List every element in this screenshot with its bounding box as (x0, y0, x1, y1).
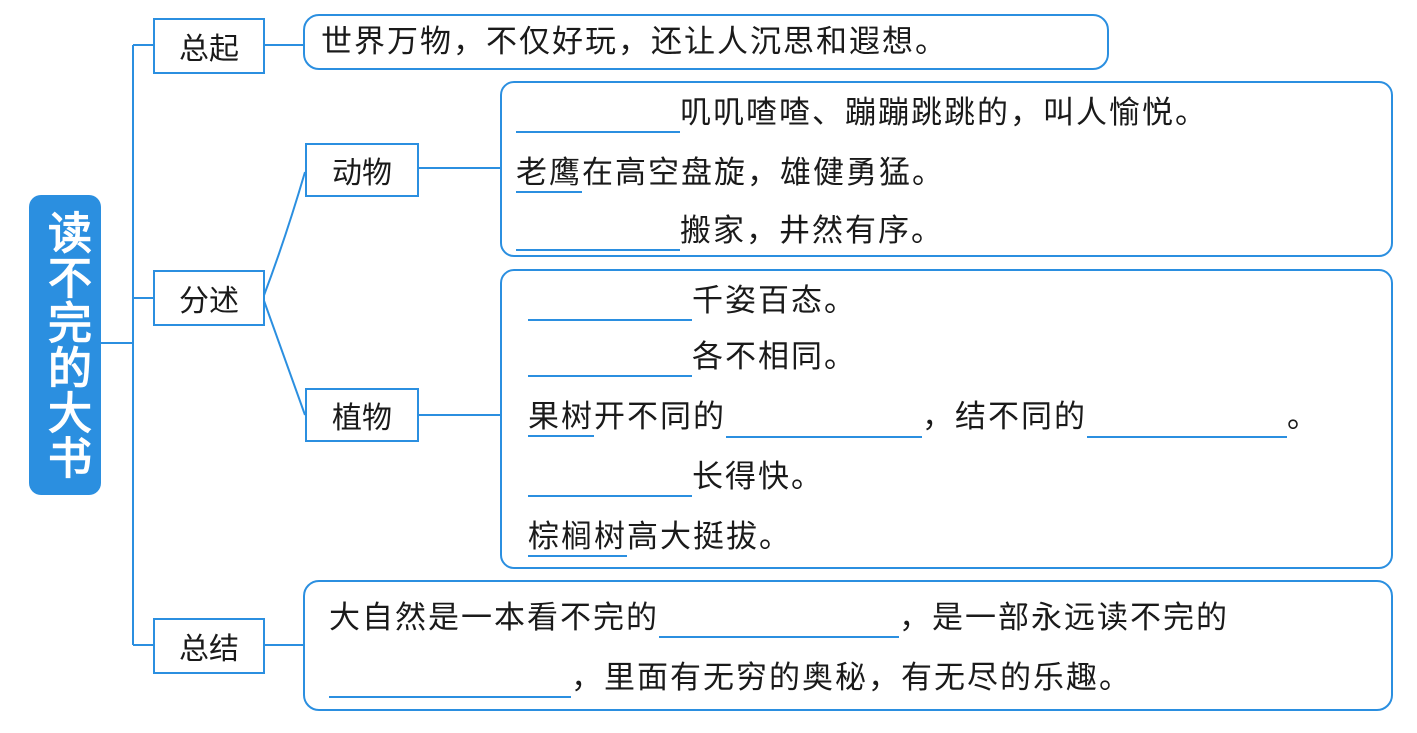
plants-label-box: 植物 (305, 388, 419, 442)
plants-line-1-text: 千姿百态。 (692, 283, 857, 319)
plants-label: 植物 (332, 401, 392, 436)
intro-label-box: 总起 (153, 18, 265, 74)
summary-line-2-text: ，里面有无穷的奥秘，有无尽的乐趣。 (571, 660, 1132, 696)
answer-blank[interactable] (516, 215, 680, 251)
plants-line-1: 千姿百态。 (528, 281, 857, 321)
answer-blank[interactable] (528, 285, 692, 321)
intro-text: 世界万物，不仅好玩，还让人沉思和遐想。 (321, 24, 948, 60)
summary-line-1: 大自然是一本看不完的 ，是一部永远读不完的 (329, 598, 1229, 638)
summary-line-2: ，里面有无穷的奥秘，有无尽的乐趣。 (329, 658, 1132, 698)
details-label: 分述 (179, 284, 239, 319)
animals-fork (262, 171, 306, 299)
plants-line-2-text: 各不相同。 (692, 339, 857, 375)
plants-content-box: 千姿百态。 各不相同。 果树开不同的 ，结不同的 。 长得快。 棕榈树高大挺拔。 (500, 269, 1393, 569)
plants-line-3-end: 。 (1287, 399, 1320, 435)
plants-line-4: 长得快。 (528, 457, 824, 497)
animals-line-1-text: 叽叽喳喳、蹦蹦跳跳的，叫人愉悦。 (680, 95, 1208, 131)
answer-blank[interactable] (528, 461, 692, 497)
summary-label-box: 总结 (153, 618, 265, 674)
animals-line-3: 搬家，井然有序。 (516, 211, 944, 251)
animals-line-3-text: 搬家，井然有序。 (680, 213, 944, 249)
animals-label: 动物 (332, 156, 392, 191)
answer-blank[interactable] (516, 97, 680, 133)
animals-line-2-subject: 老鹰 (516, 155, 582, 193)
summary-label: 总结 (179, 632, 239, 667)
summary-content-box: 大自然是一本看不完的 ，是一部永远读不完的 ，里面有无穷的奥秘，有无尽的乐趣。 (303, 580, 1393, 711)
animals-label-box: 动物 (305, 143, 419, 197)
animals-line-2-text: 在高空盘旋，雄健勇猛。 (582, 155, 945, 191)
intro-content-box: 世界万物，不仅好玩，还让人沉思和遐想。 (303, 14, 1109, 70)
plants-line-3: 果树开不同的 ，结不同的 。 (528, 397, 1320, 438)
animals-line-2: 老鹰在高空盘旋，雄健勇猛。 (516, 153, 945, 193)
animals-content-box: 叽叽喳喳、蹦蹦跳跳的，叫人愉悦。 老鹰在高空盘旋，雄健勇猛。 搬家，井然有序。 (500, 81, 1393, 257)
answer-blank[interactable] (329, 662, 571, 698)
summary-line-1-text-b: ，是一部永远读不完的 (899, 600, 1229, 636)
root-title: 读不完的大书 (40, 210, 91, 480)
answer-blank[interactable] (726, 402, 922, 438)
plants-line-3-text-b: ，结不同的 (922, 399, 1087, 435)
details-label-box: 分述 (153, 270, 265, 326)
plants-fork (262, 297, 306, 416)
root-node: 读不完的大书 (29, 195, 101, 495)
plants-line-5: 棕榈树高大挺拔。 (528, 517, 792, 557)
plants-line-3-subject: 果树 (528, 399, 594, 437)
plants-line-3-text-a: 开不同的 (594, 399, 726, 435)
plants-line-5-subject: 棕榈树 (528, 519, 627, 557)
answer-blank[interactable] (528, 341, 692, 377)
answer-blank[interactable] (1087, 402, 1287, 438)
answer-blank[interactable] (659, 602, 899, 638)
summary-line-1-text-a: 大自然是一本看不完的 (329, 600, 659, 636)
plants-line-5-text: 高大挺拔。 (627, 519, 792, 555)
intro-label: 总起 (179, 32, 239, 67)
plants-line-2: 各不相同。 (528, 337, 857, 377)
animals-line-1: 叽叽喳喳、蹦蹦跳跳的，叫人愉悦。 (516, 93, 1208, 133)
plants-line-4-text: 长得快。 (692, 459, 824, 495)
